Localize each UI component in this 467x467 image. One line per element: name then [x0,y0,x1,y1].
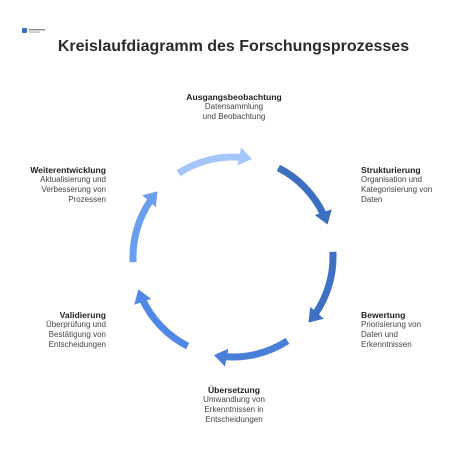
arrowhead [213,348,229,367]
cycle-arrow-3 [213,337,290,367]
stage-desc-line: Verbesserung von [41,185,107,194]
logo-icon [22,28,45,33]
stage-desc-line: Bestätigung von [48,330,106,339]
stage-title: Bewertung [361,310,406,320]
stage-desc-line: Erkenntnissen in [204,405,264,414]
stage-title: Strukturierung [361,165,421,175]
cycle-arrow-4 [134,289,190,350]
cycle-arrow-1 [276,164,332,225]
stage-ausgangsbeobachtung: Ausgangsbeobachtung Datensammlung und Be… [164,92,304,122]
stage-title: Validierung [59,310,106,320]
stage-bewertung: Bewertung Priorisierung von Daten und Er… [361,310,461,350]
stage-title: Weiterentwicklung [30,165,106,175]
stage-desc-line: und Beobachtung [202,112,266,121]
stage-strukturierung: Strukturierung Organisation und Kategori… [361,165,461,205]
stage-validierung: Validierung Überprüfung und Bestätigung … [6,310,106,350]
stage-desc-line: Entscheidungen [205,415,263,424]
arrowhead [142,191,158,208]
stage-desc-line: Kategorisierung von [361,185,433,194]
stage-desc-line: Umwandlung von [203,395,265,404]
cycle-arrow-5 [129,191,158,263]
stage-desc-line: Daten [361,195,383,204]
arrowhead [314,209,332,225]
stage-desc-line: Entscheidungen [48,340,106,349]
arrowhead [308,306,324,323]
stage-weiterentwicklung: Weiterentwicklung Aktualisierung und Ver… [6,165,106,205]
arrowhead [134,289,152,305]
stage-desc-line: Priorisierung von [361,320,422,329]
stage-desc-line: Daten und [361,330,398,339]
stage-desc-line: Aktualisierung und [40,175,106,184]
stage-title: Ausgangsbeobachtung [186,92,282,102]
arrowhead [237,147,253,166]
stage-desc-line: Prozessen [68,195,106,204]
cycle-arrow-6 [176,147,253,177]
stage-desc-line: Organisation und [361,175,422,184]
stage-desc-line: Datensammlung [204,102,264,111]
stage-title: Übersetzung [207,385,261,395]
stage-uebersetzung: Übersetzung Umwandlung von Erkenntnissen… [164,385,304,425]
cycle-arrow-2 [308,251,337,323]
stage-desc-line: Erkenntnissen [361,340,412,349]
stage-desc-line: Überprüfung und [45,320,106,329]
page-title: Kreislaufdiagramm des Forschungsprozesse… [57,38,410,55]
